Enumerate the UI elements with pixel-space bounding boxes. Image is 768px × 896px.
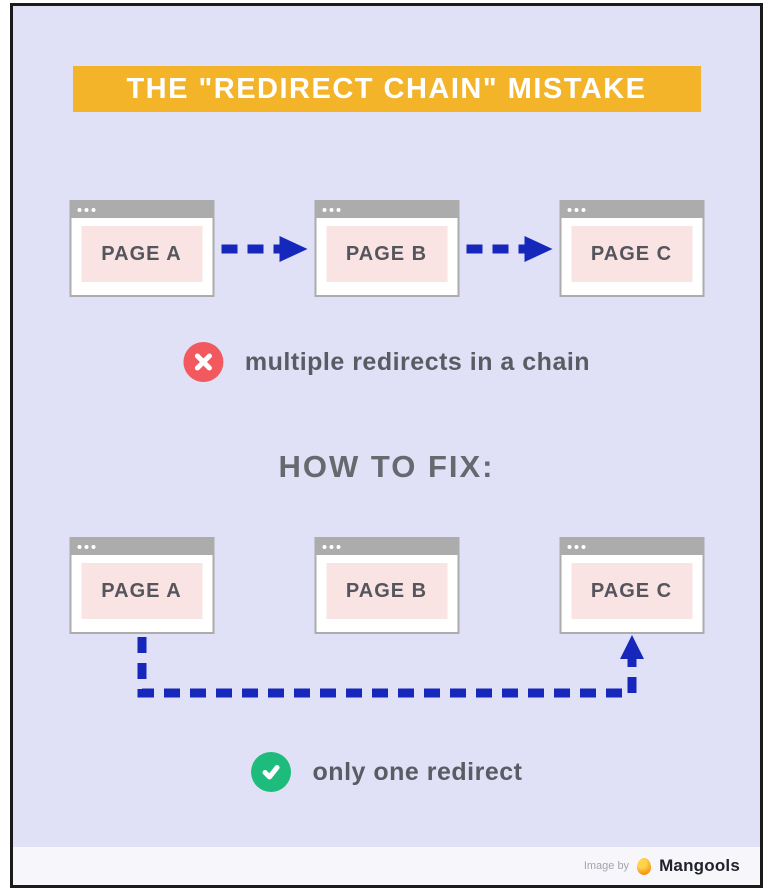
window-dot-icon — [329, 208, 333, 212]
page-content-box: PAGE C — [571, 226, 692, 282]
infographic-canvas: THE "REDIRECT CHAIN" MISTAKE PAGE A — [10, 3, 763, 888]
page-content-box: PAGE A — [81, 226, 202, 282]
window-dot-icon — [574, 208, 578, 212]
browser-window-page-a: PAGE A — [69, 200, 214, 297]
browser-window-page-b: PAGE B — [314, 200, 459, 297]
fix-diagram-row: PAGE A PAGE B — [69, 537, 704, 634]
window-body: PAGE C — [561, 555, 702, 632]
window-titlebar — [71, 539, 212, 555]
window-dot-icon — [322, 545, 326, 549]
page-content-box: PAGE C — [571, 563, 692, 619]
page-label: PAGE C — [590, 579, 673, 602]
window-dot-icon — [77, 208, 81, 212]
window-dot-icon — [329, 545, 333, 549]
success-check-icon — [250, 752, 291, 792]
mistake-caption: multiple redirects in a chain — [182, 342, 591, 382]
page-content-box: PAGE B — [326, 226, 447, 282]
fix-caption: only one redirect — [250, 752, 523, 792]
window-titlebar — [316, 539, 457, 555]
dashed-arrow-right-icon — [466, 235, 552, 262]
fix-caption-text: only one redirect — [312, 757, 523, 786]
window-dot-icon — [574, 545, 578, 549]
footer-credit-bar: Image by Mangools — [13, 847, 760, 885]
window-body: PAGE B — [316, 218, 457, 295]
window-body: PAGE A — [71, 218, 212, 295]
title-banner: THE "REDIRECT CHAIN" MISTAKE — [72, 66, 701, 112]
dashed-elbow-arrow-a-to-c-icon — [137, 635, 644, 698]
window-dot-icon — [77, 545, 81, 549]
window-dot-icon — [91, 545, 95, 549]
window-body: PAGE A — [71, 555, 212, 632]
browser-window-page-c: PAGE C — [559, 537, 704, 634]
mistake-diagram-row: PAGE A PAGE B — [69, 200, 704, 297]
window-dot-icon — [84, 208, 88, 212]
error-x-icon — [182, 342, 223, 382]
window-dot-icon — [567, 545, 571, 549]
window-dot-icon — [336, 545, 340, 549]
window-dot-icon — [91, 208, 95, 212]
brand-name: Mangools — [659, 856, 740, 875]
page-label: PAGE C — [590, 242, 673, 265]
page-label: PAGE B — [345, 579, 428, 602]
credit-label: Image by — [583, 860, 630, 872]
fix-heading: HOW TO FIX: — [278, 449, 495, 484]
window-dot-icon — [84, 545, 88, 549]
window-body: PAGE C — [561, 218, 702, 295]
window-dot-icon — [336, 208, 340, 212]
window-dot-icon — [581, 545, 585, 549]
page-label: PAGE A — [101, 579, 182, 602]
window-dot-icon — [581, 208, 585, 212]
browser-window-page-a: PAGE A — [69, 537, 214, 634]
page-content-box: PAGE A — [81, 563, 202, 619]
page-label: PAGE B — [345, 242, 428, 265]
dashed-arrow-right-icon — [221, 235, 307, 262]
page-label: PAGE A — [101, 242, 182, 265]
page-title: THE "REDIRECT CHAIN" MISTAKE — [126, 72, 647, 105]
window-titlebar — [561, 539, 702, 555]
mangools-logo-icon — [637, 857, 652, 875]
page-content-box: PAGE B — [326, 563, 447, 619]
window-dot-icon — [322, 208, 326, 212]
mistake-caption-text: multiple redirects in a chain — [244, 347, 591, 376]
window-titlebar — [316, 202, 457, 218]
window-body: PAGE B — [316, 555, 457, 632]
browser-window-page-c: PAGE C — [559, 200, 704, 297]
window-titlebar — [561, 202, 702, 218]
window-dot-icon — [567, 208, 571, 212]
window-titlebar — [71, 202, 212, 218]
browser-window-page-b: PAGE B — [314, 537, 459, 634]
